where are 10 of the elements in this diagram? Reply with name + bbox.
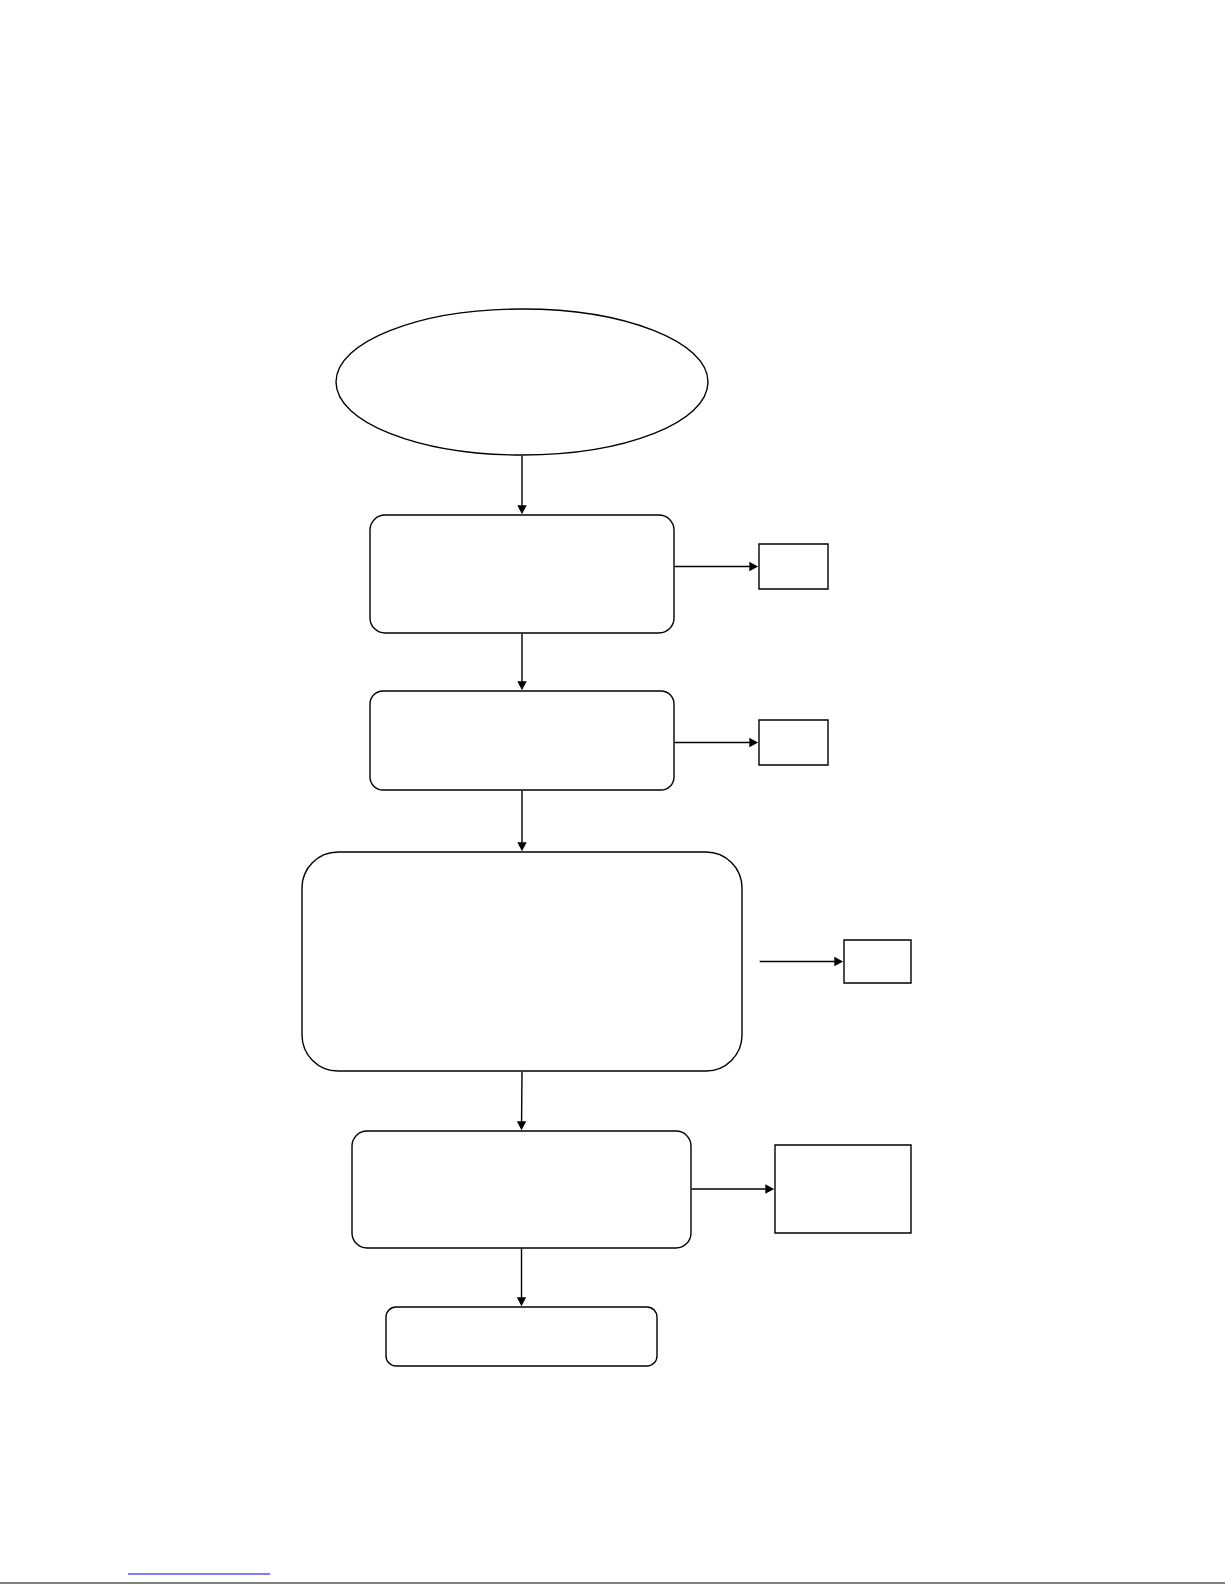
output-box (758, 719, 829, 766)
output-box (843, 939, 912, 984)
output-box (758, 543, 829, 590)
start-ellipse (335, 308, 709, 456)
process-box (385, 1306, 658, 1367)
process-box (369, 690, 675, 791)
output-box (774, 1144, 912, 1234)
process-box (369, 514, 675, 634)
process-box (351, 1130, 692, 1249)
process-box (301, 851, 743, 1072)
